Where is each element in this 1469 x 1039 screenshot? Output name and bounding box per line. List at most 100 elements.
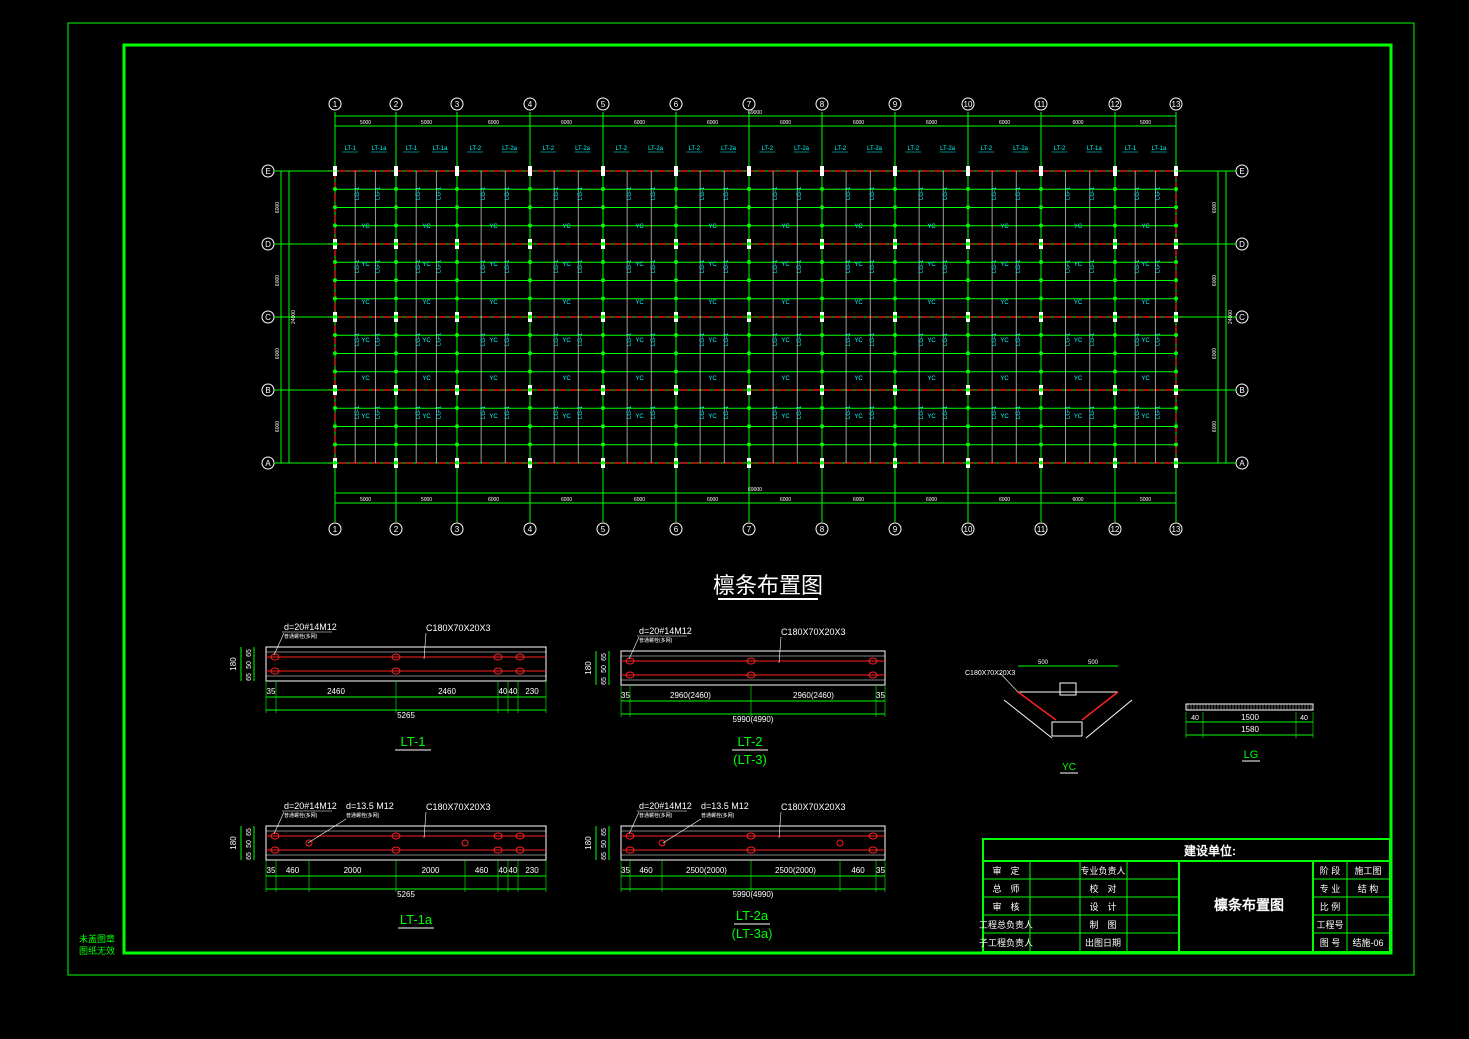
brace-label: LG-1 <box>375 405 381 419</box>
bolt-dot <box>528 406 532 410</box>
yc-label: YC <box>361 262 370 268</box>
lt2-sub-dim-label: 65 <box>601 653 608 661</box>
lt1a-sub-dim-label: 65 <box>246 852 253 860</box>
bolt-dot <box>1174 333 1178 337</box>
bolt-dot <box>1039 187 1043 191</box>
axis-label-x: 10 <box>964 525 973 534</box>
bolt-dot <box>601 460 605 465</box>
bolt-dot <box>455 387 459 392</box>
tb-left-label2: 出图日期 <box>1085 937 1121 948</box>
brace-label: LG-1 <box>919 186 925 200</box>
purlin-top-label: LT-2 <box>688 146 700 152</box>
brace-label: LG-1 <box>1090 186 1096 200</box>
total-dim-y: 24000 <box>291 310 297 324</box>
brace-label: LG-1 <box>1155 405 1161 419</box>
yc-title: YC <box>1062 762 1076 773</box>
yc-label: YC <box>562 414 571 420</box>
bolt-dot <box>394 187 398 191</box>
bolt-dot <box>747 187 751 191</box>
brace-label: LG-1 <box>355 186 361 200</box>
bolt-dot <box>333 205 337 210</box>
bolt-dot <box>820 241 824 246</box>
yc-diag <box>1017 691 1057 721</box>
brace-label: LG-1 <box>375 259 381 273</box>
yc-label: YC <box>781 338 790 344</box>
brace-label: LG-1 <box>846 332 852 346</box>
lt1-dim: 40 <box>499 687 508 696</box>
bolt-dot <box>601 223 605 228</box>
tb-left-label2: 专业负责人 <box>1080 865 1125 876</box>
brace-label: LG-1 <box>1016 186 1022 200</box>
axis-label-x: 8 <box>820 525 825 534</box>
lt2a-hole <box>625 832 635 840</box>
lt1a-hole-note: d=20#14M12 <box>284 801 337 811</box>
brace-label: LG-1 <box>578 186 584 200</box>
column-marker <box>893 166 897 176</box>
brace-label: LG-1 <box>651 332 657 346</box>
bolt-dot <box>820 406 824 410</box>
bolt-dot <box>1113 223 1117 228</box>
axis-label-x: 1 <box>333 525 338 534</box>
bolt-dot <box>1113 205 1117 210</box>
bolt-dot <box>1113 187 1117 191</box>
yc-label: YC <box>635 376 644 382</box>
lt2a-hole <box>746 832 756 840</box>
yc-label: YC <box>854 376 863 382</box>
bolt-dot <box>528 296 532 301</box>
plan-title: 檩条布置图 <box>713 574 823 599</box>
axis-bubble-x <box>596 97 610 111</box>
bolt-dot <box>674 333 678 337</box>
lg-dim: 1500 <box>1241 713 1259 722</box>
bolt-dot <box>893 460 897 465</box>
yc-label: YC <box>635 262 644 268</box>
bolt-dot <box>747 241 751 246</box>
bolt-dot <box>820 278 824 283</box>
lt2a-hole2 <box>836 839 844 847</box>
brace-label: LG-1 <box>797 332 803 346</box>
yc-plate <box>1059 682 1077 696</box>
brace-label: LG-1 <box>355 332 361 346</box>
purlin-top-label: LT-2 <box>761 146 773 152</box>
purlin-details: d=20#14M12普通螺栓(多网)C180X70X20X31806550653… <box>229 622 1314 941</box>
bolt-dot <box>1174 369 1178 374</box>
bolt-dot <box>455 260 459 264</box>
yc-label: YC <box>489 338 498 344</box>
lt2a-hole <box>625 846 635 854</box>
bolt-dot <box>674 369 678 374</box>
yc-label: YC <box>1141 300 1150 306</box>
bolt-dot <box>966 424 970 429</box>
bolt-dot <box>1113 424 1117 429</box>
lt2-title: LT-2 <box>737 734 762 749</box>
yc-label: YC <box>781 376 790 382</box>
bolt-dot <box>333 351 337 356</box>
lt1a-section <box>265 825 547 861</box>
yc-label: YC <box>1000 262 1009 268</box>
axis-label-x: 9 <box>893 525 898 534</box>
yc-label: YC <box>361 376 370 382</box>
yc-label: YC <box>854 338 863 344</box>
bolt-dot <box>674 387 678 392</box>
bolt-dot <box>1039 387 1043 392</box>
client-label: 建设单位: <box>1183 843 1236 858</box>
bolt-dot <box>1174 260 1178 264</box>
lt1-hole <box>493 667 503 675</box>
brace-label: LG-1 <box>919 332 925 346</box>
lt2-hole <box>868 657 878 665</box>
lt1-dim: 35 <box>267 687 276 696</box>
axis-label-x: 9 <box>893 100 898 109</box>
lt1a-dim: 2000 <box>344 866 362 875</box>
brace-label: LG-1 <box>870 332 876 346</box>
bolt-dot <box>1174 406 1178 410</box>
brace-label: LG-1 <box>773 332 779 346</box>
purlin-top-label: LT-2 <box>907 146 919 152</box>
bolt-dot <box>528 442 532 447</box>
bolt-dot <box>601 351 605 356</box>
brace-label: LG-1 <box>870 405 876 419</box>
yc-label: YC <box>1000 414 1009 420</box>
yc-label: YC <box>708 224 717 230</box>
brace-label: LG-1 <box>1065 186 1071 200</box>
brace-label: LG-1 <box>627 186 633 200</box>
bolt-dot <box>1113 333 1117 337</box>
brace-label: LG-1 <box>700 259 706 273</box>
yc-label: YC <box>489 262 498 268</box>
